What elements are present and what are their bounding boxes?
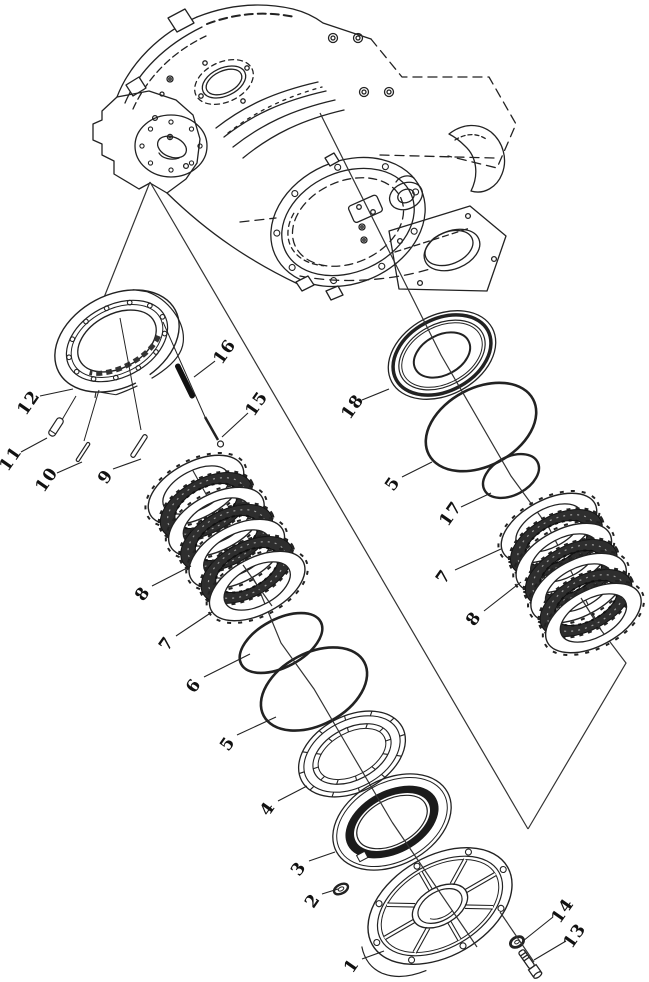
part-11-roll-pin (48, 417, 64, 437)
leader-line-3 (308, 851, 336, 862)
leader-line-7 (454, 548, 502, 571)
axis-through-holes (242, 564, 602, 631)
leader-line-4 (277, 785, 308, 802)
leader-line-6 (203, 653, 251, 678)
clutch-pack-right-parts-7-8 (497, 490, 645, 656)
part-5-oring-right (424, 381, 538, 473)
leader-line-7 (175, 611, 213, 637)
leader-line-8 (151, 565, 192, 587)
leader-line-14 (522, 916, 554, 942)
leader-line-17 (460, 492, 492, 508)
steel-plate (541, 580, 645, 656)
part-16-spring (174, 363, 196, 399)
part-9-pin (130, 434, 148, 458)
part-1-end-cover (361, 847, 513, 978)
flange-bolt-holes (139, 119, 203, 173)
clutch-pack-left-parts-7-8 (144, 452, 309, 624)
gearbox-housing (92, 4, 517, 301)
part-2-washer (332, 882, 350, 896)
part-5-oring-left (259, 646, 369, 732)
leader-line-16 (193, 360, 216, 378)
leader-line-15 (221, 412, 249, 438)
leader-line-10 (56, 461, 83, 474)
part-15-pin (203, 416, 225, 448)
part-13-bolt (518, 949, 543, 979)
leader-line-13 (533, 940, 567, 961)
bell-rim-bolt-bosses (273, 163, 420, 285)
leader-line-11 (20, 437, 48, 453)
steel-plate (205, 548, 309, 624)
leader-line-9 (112, 458, 142, 470)
part-12-drum-ring (54, 289, 184, 396)
leader-line-1 (361, 950, 385, 960)
part-6-oring (238, 611, 324, 675)
leader-line-5 (236, 716, 277, 736)
part-17-oring (481, 452, 541, 500)
part-4-bearing-ring (297, 710, 407, 798)
small-pins-group (48, 317, 225, 463)
leader-line-12 (39, 388, 74, 397)
part-18-seal-ring (387, 310, 497, 400)
leader-line-18 (361, 388, 390, 401)
steel-plate (185, 516, 289, 592)
leader-line-5 (401, 461, 433, 478)
ring-parts (238, 310, 543, 979)
leader-line-8 (483, 581, 522, 612)
part-10-key (75, 441, 91, 463)
part-3-seal (332, 773, 452, 871)
callout-leader-lines (20, 360, 567, 961)
leader-line-2 (321, 888, 339, 895)
